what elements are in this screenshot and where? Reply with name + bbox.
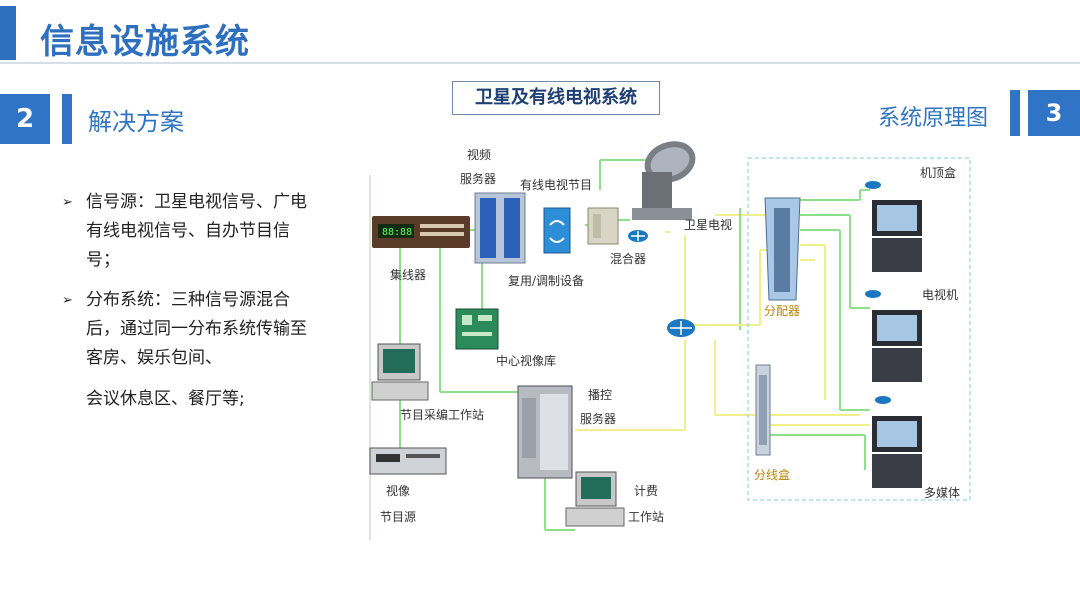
label-program-edit-station: 节目采编工作站: [400, 408, 485, 422]
label-billing-1: 计费: [634, 484, 659, 498]
program-edit-workstation: [371, 343, 429, 401]
label-set-top-box: 机顶盒: [920, 166, 957, 180]
header-divider: [0, 62, 1080, 64]
playout-server-tower: [517, 385, 573, 479]
bullet-arrow-icon: ➢: [62, 293, 73, 308]
label-cable-tv-program: 有线电视节目: [520, 178, 593, 192]
label-satellite-tv: 卫星电视: [684, 218, 733, 232]
central-video-library: [455, 308, 499, 350]
label-video-server-2: 服务器: [460, 172, 497, 186]
page-title: 信息设施系统: [40, 22, 250, 62]
terminal-tv-3: [872, 396, 922, 488]
terminal-zone-outline: [747, 157, 971, 501]
terminal-tv-2: [865, 290, 922, 382]
modulator-device: [543, 207, 571, 254]
bullet-distribution-system: ➢ 分布系统：三种信号源混合后，通过同一分布系统传输至客房、娱乐包间、: [62, 286, 322, 373]
cable-program-box: [587, 207, 619, 245]
billing-workstation: [565, 471, 625, 527]
section-accent-bar: [62, 94, 72, 144]
label-billing-2: 工作站: [628, 510, 665, 524]
main-router: [667, 319, 695, 337]
system-diagram: 88:88: [369, 141, 971, 540]
distributor-device: [764, 197, 801, 301]
label-branch-box: 分线盒: [754, 468, 791, 482]
label-video-2: 节目源: [380, 510, 417, 524]
bullet-signal-source: ➢ 信号源：卫星电视信号、广电有线电视信号、自办节目信号；: [62, 188, 322, 275]
mixer-router: [628, 230, 648, 242]
bullet-text: 信号源：卫星电视信号、广电有线电视信号、自办节目信号；: [86, 192, 307, 270]
terminal-tv-1: [865, 181, 922, 272]
bullet-continuation: 会议休息区、餐厅等;: [86, 389, 245, 409]
label-hub: 集线器: [390, 268, 427, 282]
label-playout-2: 服务器: [580, 412, 617, 426]
label-distributor: 分配器: [764, 304, 801, 318]
bullet-arrow-icon: ➢: [62, 195, 73, 210]
diagram-title: 卫星及有线电视系统: [452, 81, 660, 115]
label-tv-set: 电视机: [922, 288, 959, 302]
diagram-section-number-badge: 3: [1028, 90, 1080, 136]
diagram-section-accent-bar: [1010, 90, 1020, 136]
hub-device: 88:88: [372, 216, 470, 248]
label-playout-1: 播控: [588, 388, 613, 402]
label-mixer: 混合器: [610, 252, 647, 266]
section-number-badge: 2: [0, 94, 50, 144]
video-server-rack: [474, 192, 526, 264]
satellite-dish: [632, 141, 696, 220]
bullet-text: 分布系统：三种信号源混合后，通过同一分布系统传输至客房、娱乐包间、: [86, 290, 307, 368]
title-accent-bar: [0, 6, 16, 60]
section-title: 解决方案: [88, 108, 184, 136]
label-multimedia: 多媒体: [924, 486, 961, 500]
branch-box-device: [755, 364, 771, 456]
svg-text:88:88: 88:88: [382, 227, 412, 238]
label-video-1: 视像: [386, 484, 411, 498]
diagram-section-title: 系统原理图: [878, 106, 989, 131]
video-program-source: [369, 447, 447, 475]
label-central-video-library: 中心视像库: [496, 354, 557, 368]
label-mod-equipment: 复用/调制设备: [508, 274, 585, 288]
label-video-server-1: 视频: [467, 148, 492, 162]
